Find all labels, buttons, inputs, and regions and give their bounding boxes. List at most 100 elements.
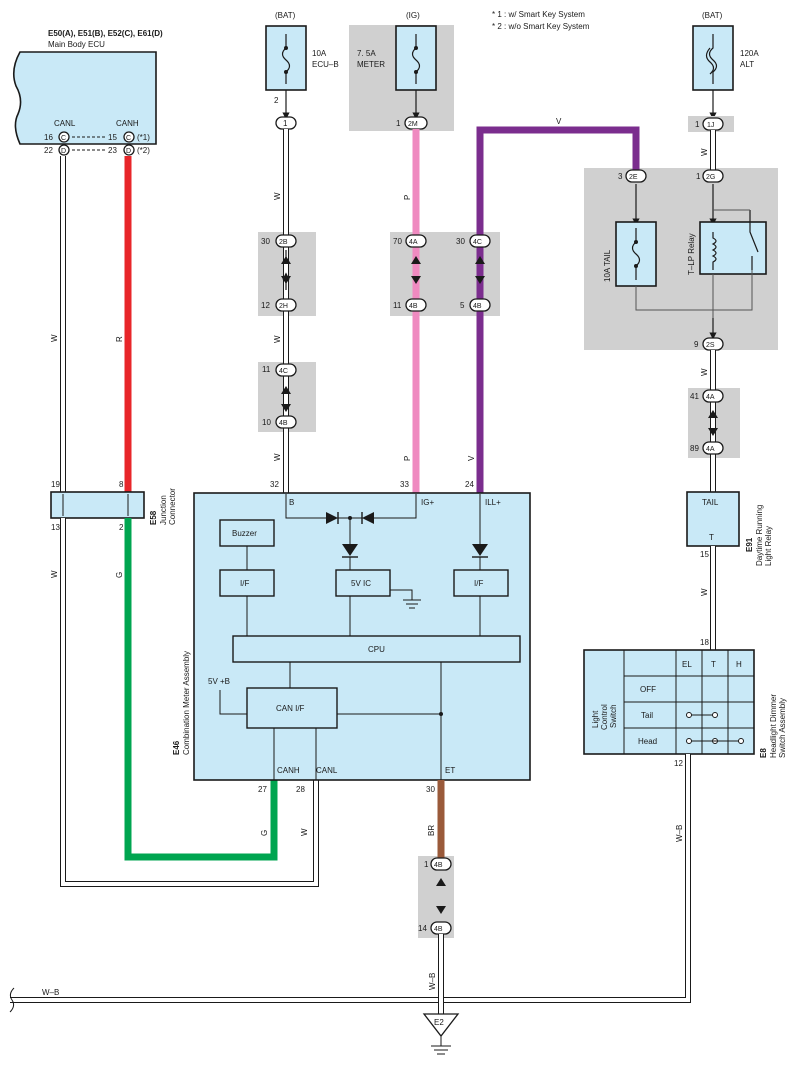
svg-text:12: 12 <box>261 301 270 310</box>
svg-text:4B: 4B <box>409 303 418 310</box>
ecu-pin-c-right <box>123 131 135 143</box>
svg-text:5: 5 <box>460 301 465 310</box>
wire-wb-switch <box>10 754 691 1003</box>
switch-row-tail: Tail <box>641 711 653 720</box>
svg-text:4C: 4C <box>473 239 482 246</box>
wire-label-w-alt: W <box>700 148 709 156</box>
svg-text:1: 1 <box>424 860 429 869</box>
meter-buzzer-label: Buzzer <box>232 529 257 538</box>
wire-label-v-top: V <box>556 117 562 126</box>
meter-buzzer <box>219 519 275 547</box>
wire-label-w-ecub-1: W <box>273 192 282 200</box>
svg-text:2E: 2E <box>629 174 638 181</box>
wire-label-v-bottom: V <box>467 455 476 461</box>
ecu-box <box>12 51 157 145</box>
ecu-pin-d-right <box>123 144 135 156</box>
relay-coil <box>711 232 717 270</box>
svg-text:30: 30 <box>426 785 435 794</box>
ecu-conn-c-right: C <box>126 135 131 142</box>
fuse-ecub-symbol <box>281 34 291 84</box>
wire-label-br: BR <box>427 825 436 836</box>
drl-name-2: Light Relay <box>764 526 773 566</box>
wire-label-wb-bus: W–B <box>42 988 59 997</box>
switch-col-t: T <box>711 660 716 669</box>
svg-text:24: 24 <box>465 480 474 489</box>
conn-2H <box>275 298 297 312</box>
ecu-tag-2: (*2) <box>137 146 150 155</box>
relay-label: T–LP Relay <box>687 233 696 275</box>
drl-name-1: Daytime Running <box>755 505 764 566</box>
fuse-tail-symbol <box>631 228 641 280</box>
conn-2E <box>625 169 647 183</box>
svg-text:30: 30 <box>456 237 465 246</box>
pin-2-ecub: 2 <box>274 96 279 105</box>
svg-text:4B: 4B <box>279 420 288 427</box>
svg-text:2H: 2H <box>279 303 288 310</box>
conn-4B-br-top <box>430 857 452 871</box>
wire-label-w-bottom: W <box>300 828 309 836</box>
svg-text:18: 18 <box>700 638 709 647</box>
conn-4A-pink <box>405 234 427 248</box>
junction-name-2: Connector <box>168 488 177 525</box>
fuse-meter-amp: 7. 5A <box>357 49 376 58</box>
meter-can-if-label: CAN I/F <box>276 704 305 713</box>
wire-w-junction-canl-fill <box>61 518 318 886</box>
junction-pin-13: 13 <box>51 523 60 532</box>
wire-label-p-1: P <box>403 195 412 200</box>
meter-if-1-label: I/F <box>240 579 249 588</box>
svg-text:4B: 4B <box>434 926 443 933</box>
drl-tail: TAIL <box>702 498 719 507</box>
svg-text:30: 30 <box>261 237 270 246</box>
wire-v-violet <box>476 126 640 494</box>
conn-4C-left <box>275 363 297 377</box>
ecu-codes: E50(A), E51(B), E52(C), E61(D) <box>48 29 163 38</box>
svg-text:2S: 2S <box>706 342 715 349</box>
meter-diode-2 <box>362 512 374 524</box>
meter-name: Combination Meter Assembly <box>182 651 191 755</box>
junction-connector-box <box>50 491 145 519</box>
svg-text:70: 70 <box>393 237 402 246</box>
svg-text:4C: 4C <box>279 368 288 375</box>
ecu-pin-15: 15 <box>108 133 117 142</box>
svg-text:2G: 2G <box>706 174 715 181</box>
ecu-conn-d-left: D <box>61 148 66 155</box>
svg-text:27: 27 <box>258 785 267 794</box>
svg-text:4B: 4B <box>434 862 443 869</box>
svg-text:33: 33 <box>400 480 409 489</box>
svg-text:11: 11 <box>393 301 402 310</box>
conn-4A-right-top <box>702 389 724 403</box>
relay-box <box>699 221 767 275</box>
switch-row-head: Head <box>638 737 657 746</box>
meter-canl: CANL <box>316 766 338 775</box>
drl-relay-box <box>686 491 740 547</box>
switch-name-1: Headlight Dimmer <box>769 694 778 758</box>
drl-t: T <box>709 533 714 542</box>
ecu-conn-c-left: C <box>61 135 66 142</box>
wire-label-w-ecub-3: W <box>273 453 282 461</box>
meter-5v-ground <box>390 589 421 609</box>
switch-side-3: Switch <box>609 704 618 728</box>
wire-label-p-2: P <box>403 456 412 461</box>
meter-diode-4 <box>472 544 488 556</box>
junction-pin-19: 19 <box>51 480 60 489</box>
conn-4B-violet <box>469 298 491 312</box>
ecu-conn-d-right: D <box>126 148 131 155</box>
meter-can-if <box>246 687 338 729</box>
svg-text:4B: 4B <box>473 303 482 310</box>
switch-row-off: OFF <box>640 685 656 694</box>
svg-text:2B: 2B <box>279 239 288 246</box>
switch-side-1: Light <box>591 710 600 728</box>
conn-4B-pink <box>405 298 427 312</box>
svg-text:1J: 1J <box>707 122 714 129</box>
ground-e2-symbol <box>422 1013 460 1038</box>
meter-cpu <box>232 635 521 663</box>
meter-b: B <box>289 498 294 507</box>
switch-name-2: Switch Assembly <box>778 698 787 758</box>
fuse-meter-symbol <box>411 34 421 84</box>
switch-col-h: H <box>736 660 742 669</box>
wire-label-g-left: G <box>115 572 124 578</box>
wire-label-canl-w: W <box>50 334 59 342</box>
fuse-ecub-name: ECU–B <box>312 60 339 69</box>
ecu-canh-label: CANH <box>116 119 139 128</box>
svg-text:4A: 4A <box>706 394 715 401</box>
